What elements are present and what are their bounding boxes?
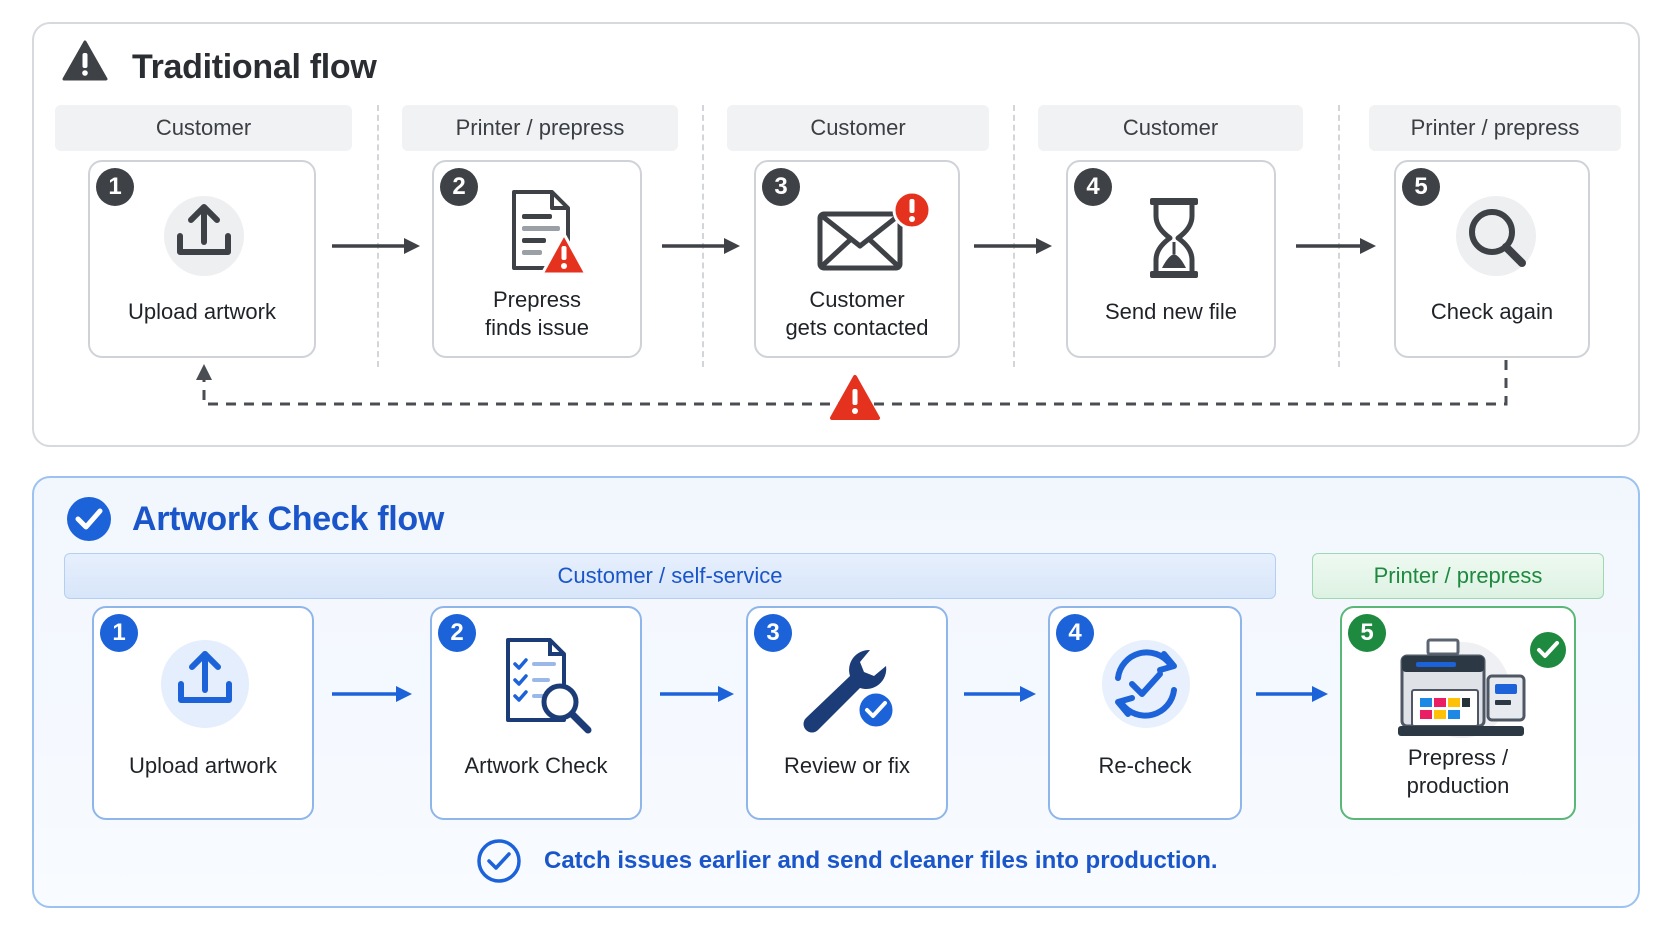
lane-label: Customer: [1038, 105, 1303, 151]
step-number-badge: 5: [1402, 168, 1440, 206]
lane-divider: [702, 105, 704, 367]
step-number-badge: 5: [1348, 614, 1386, 652]
step-number-badge: 1: [100, 614, 138, 652]
footer-message: Catch issues earlier and send cleaner fi…: [476, 838, 1218, 884]
step-number-badge: 4: [1056, 614, 1094, 652]
step-label-line2: gets contacted: [785, 315, 929, 340]
step-card-upload: 1 Upload artwork: [88, 160, 316, 358]
step-card-upload: 1 Upload artwork: [92, 606, 314, 820]
step-label: Check again: [1430, 299, 1554, 324]
document-warning-icon: [512, 190, 588, 276]
lane-divider: [377, 105, 379, 367]
lane-label: Customer: [55, 105, 352, 151]
step-label: Customer: [809, 287, 905, 312]
step-label: Send new file: [1104, 299, 1238, 324]
lane-label: Printer / prepress: [402, 105, 678, 151]
step-card-customer-contacted: 3 Customer gets contacted: [754, 160, 960, 358]
loop-back-arrow: [196, 360, 1508, 406]
hourglass-icon: [1150, 198, 1198, 278]
magnifier-icon: [1456, 196, 1536, 276]
lane-label: Customer / self-service: [64, 553, 1276, 599]
step-number-badge: 4: [1074, 168, 1112, 206]
flow-arrow: [662, 238, 740, 254]
step-label-line2: finds issue: [485, 315, 589, 340]
step-number-badge: 3: [754, 614, 792, 652]
step-number-badge: 2: [438, 614, 476, 652]
step-number-badge: 2: [440, 168, 478, 206]
flow-arrow: [974, 238, 1052, 254]
check-circle-icon: [67, 497, 111, 541]
refresh-check-icon: [1102, 640, 1190, 728]
flow-arrow: [660, 686, 734, 702]
lane-label: Printer / prepress: [1312, 553, 1604, 599]
flow-arrow: [1296, 238, 1376, 254]
lane-label: Printer / prepress: [1369, 105, 1621, 151]
check-circle-outline-icon: [477, 839, 521, 883]
upload-icon: [161, 640, 249, 728]
printer-icon: [1398, 638, 1526, 738]
flow-arrow: [332, 686, 412, 702]
step-card-review-or-fix: 3 Review or fix: [746, 606, 948, 820]
step-card-prepress-production: 5 Prepress / production: [1340, 606, 1576, 820]
step-label: Prepress /: [1407, 745, 1509, 770]
step-number-badge: 1: [96, 168, 134, 206]
warning-icon: [62, 40, 108, 81]
step-card-check-again: 5 Check again: [1394, 160, 1590, 358]
step-label: Upload artwork: [129, 753, 277, 778]
warning-icon: [830, 375, 880, 420]
step-card-send-new-file: 4 Send new file: [1066, 160, 1276, 358]
step-label: Upload artwork: [128, 299, 276, 324]
footer-text: Catch issues earlier and send cleaner fi…: [544, 847, 1218, 874]
lane-divider: [1338, 105, 1340, 367]
step-card-re-check: 4 Re-check: [1048, 606, 1242, 820]
lane-label: Customer: [727, 105, 989, 151]
envelope-alert-icon: [817, 190, 932, 271]
step-card-artwork-check: 2 Artwork Check: [430, 606, 642, 820]
traditional-flow-title: Traditional flow: [132, 48, 377, 86]
step-number-badge: 3: [762, 168, 800, 206]
wrench-check-icon: [803, 649, 896, 733]
step-label: Review or fix: [784, 753, 910, 778]
flow-arrow: [1256, 686, 1328, 702]
flow-arrow: [964, 686, 1036, 702]
upload-icon: [164, 196, 244, 276]
step-label: Artwork Check: [464, 753, 608, 778]
step-label: Re-check: [1098, 753, 1192, 778]
artwork-check-flow-title: Artwork Check flow: [132, 500, 444, 538]
step-label: Prepress: [492, 287, 582, 312]
step-card-prepress-finds-issue: 2 Prepress finds issue: [432, 160, 642, 358]
step-label-line2: production: [1406, 773, 1510, 798]
flow-arrow: [332, 238, 420, 254]
check-circle-icon: [1530, 632, 1566, 668]
lane-divider: [1013, 105, 1015, 367]
checklist-search-icon: [506, 638, 592, 734]
